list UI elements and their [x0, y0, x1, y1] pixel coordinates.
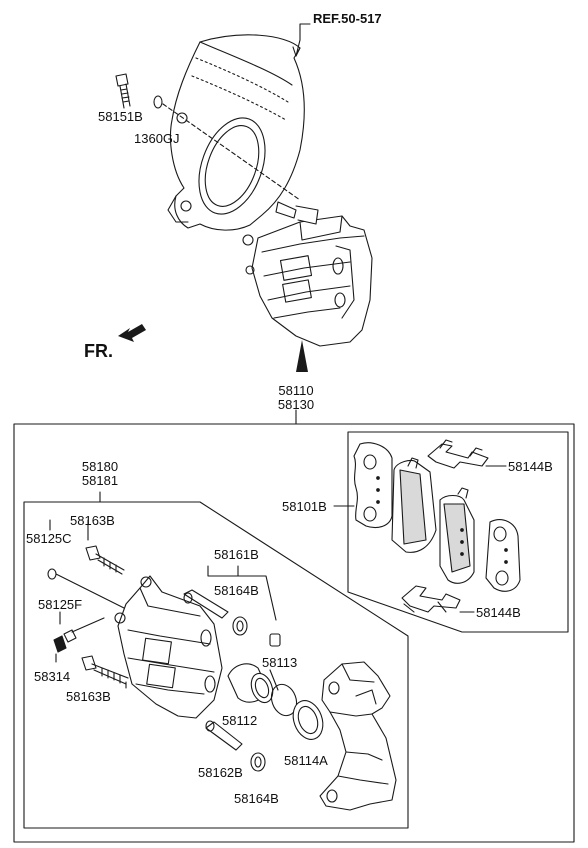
dust-boot-58114A [292, 700, 324, 740]
part-label-58125C: 58125C [26, 531, 72, 546]
bolt-58163B-upper [85, 545, 125, 575]
part-label-58161B: 58161B [214, 547, 259, 562]
part-label-58144B-lower: 58144B [476, 605, 521, 620]
guide-pin-lower [205, 720, 243, 751]
washer-1360GJ [153, 95, 163, 109]
boot-58164B-upper [232, 616, 248, 636]
bolt-58163B-lower [81, 655, 129, 685]
part-label-58163B-lower: 58163B [66, 689, 111, 704]
caliper-carrier-bracket [319, 661, 397, 811]
caliper-assembly-top [242, 201, 373, 347]
part-label-58162B: 58162B [198, 765, 243, 780]
part-label-58163B-upper: 58163B [70, 513, 115, 528]
brake-pad-inner [439, 487, 475, 584]
shim-inner [485, 519, 521, 592]
part-label-58314: 58314 [34, 669, 71, 684]
part-label-58180: 58180 [81, 459, 119, 474]
part-label-58144B-upper: 58144B [508, 459, 553, 474]
reference-label: REF.50-517 [313, 11, 382, 26]
dust-shield-part [167, 34, 305, 231]
piston-58112 [227, 663, 274, 704]
part-label-58113: 58113 [262, 655, 298, 670]
bleeder-screw-58125F [53, 617, 105, 653]
part-label-58125F: 58125F [38, 597, 83, 612]
part-label-58164B-lower: 58164B [234, 791, 279, 806]
pad-clip-top [427, 439, 507, 469]
piston-seal-58113 [270, 683, 298, 717]
part-label-58110: 58110 [278, 383, 314, 398]
guide-pin-upper [183, 589, 229, 619]
part-label-1360GJ: 1360GJ [134, 131, 180, 146]
part-label-58181: 58181 [81, 473, 119, 488]
pin-sleeve [269, 633, 281, 647]
pad-clip-bottom [401, 585, 475, 613]
part-label-58164B-upper: 58164B [214, 583, 259, 598]
part-label-58114A: 58114A [284, 753, 328, 768]
part-label-58101B: 58101B [282, 499, 327, 514]
caliper-body [114, 575, 223, 719]
part-label-58112: 58112 [222, 713, 258, 728]
boot-58164B-lower [250, 752, 266, 772]
bolt-58151B [115, 73, 131, 109]
shim-outer [353, 442, 393, 529]
part-label-58130: 58130 [277, 397, 315, 412]
brake-pad-outer [391, 457, 437, 553]
front-direction-label: FR. [84, 341, 113, 361]
part-label-58151B: 58151B [98, 109, 143, 124]
